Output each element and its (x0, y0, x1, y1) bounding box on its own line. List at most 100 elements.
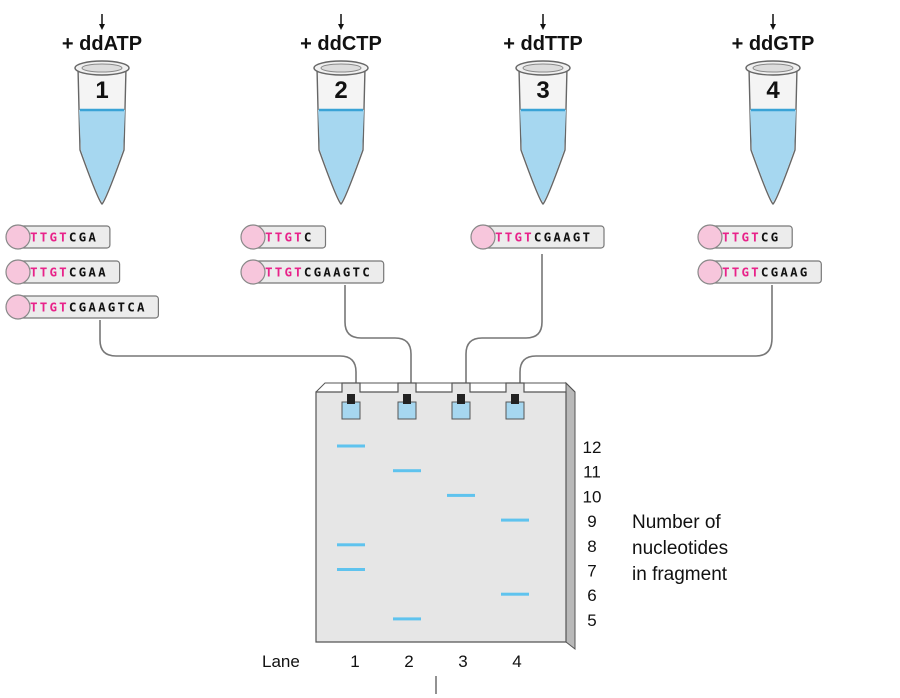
connector-lane-4 (519, 285, 773, 395)
gel-well (341, 401, 361, 420)
gel-wells (341, 394, 525, 420)
tube-3: + ddTTP 3 (503, 14, 583, 205)
extension-sequence: CG (761, 230, 780, 245)
dna-fragment: TTGTCGAAGT (470, 224, 605, 250)
tube-liquid (79, 110, 125, 202)
gel-band (501, 518, 529, 522)
tube-liquid (318, 110, 364, 202)
size-label: 11 (583, 463, 601, 482)
fragment-sequence: TTGTCGAAGT (495, 230, 592, 245)
legend-line-3: in fragment (632, 564, 728, 585)
tube-reagent-label: + ddCTP (300, 33, 382, 55)
size-label: 8 (587, 537, 596, 556)
fragments: TTGTCGATTGTCGAATTGTCGAAGTCATTGTCTTGTCGAA… (5, 224, 822, 320)
well-entry (511, 394, 519, 404)
primer-cap-icon (240, 224, 266, 250)
size-label: 7 (587, 562, 596, 581)
fragment-sequence: TTGTCGAA (30, 265, 108, 280)
extension-sequence: CGA (69, 230, 98, 245)
legend: Number of nucleotides in fragment (632, 512, 728, 585)
gel-slab (315, 381, 576, 651)
well-entry (347, 394, 355, 404)
gel-band (393, 617, 421, 621)
fragment-sequence: TTGTC (265, 230, 314, 245)
gel-top (315, 382, 576, 393)
primer-sequence: TTGT (30, 300, 69, 315)
primer-cap-icon (240, 259, 266, 285)
dna-fragment: TTGTCGAA (5, 259, 121, 285)
tube-reagent-label: + ddATP (62, 33, 142, 55)
tube-reagent-label: + ddGTP (732, 33, 815, 55)
extension-sequence: CGAAGTCA (69, 300, 147, 315)
tube-liquid (750, 110, 796, 202)
tube-4: + ddGTP 4 (732, 14, 815, 205)
extension-sequence: CGAAGT (534, 230, 592, 245)
primer-cap-icon (697, 224, 723, 250)
tube-number: 4 (766, 77, 780, 104)
primer-sequence: TTGT (30, 265, 69, 280)
size-label: 5 (587, 611, 596, 630)
gel-band (337, 543, 365, 547)
lane-number: 3 (458, 652, 467, 671)
primer-sequence: TTGT (265, 265, 304, 280)
lane-number: 2 (404, 652, 413, 671)
tube-1: + ddATP 1 (62, 14, 142, 205)
connectors (99, 254, 773, 694)
tube-number: 1 (95, 77, 108, 104)
dna-fragment: TTGTCGA (5, 224, 111, 250)
tube-liquid (520, 110, 566, 202)
gel-side (565, 381, 576, 651)
extension-sequence: CGAAG (761, 265, 810, 280)
well-entry (403, 394, 411, 404)
legend-line-2: nucleotides (632, 538, 728, 559)
primer-sequence: TTGT (722, 265, 761, 280)
gel-band (337, 568, 365, 571)
arrowhead-icon (770, 24, 776, 30)
fragment-sequence: TTGTCGAAGTC (265, 265, 372, 280)
arrowhead-icon (540, 24, 546, 30)
tube-opening (522, 63, 564, 73)
fragment-sequence: TTGTCG (722, 230, 780, 245)
tube-opening (320, 63, 362, 73)
arrowhead-icon (99, 24, 105, 30)
dna-fragment: TTGTCGAAGTC (240, 259, 385, 285)
tube-number: 3 (536, 77, 549, 104)
fragment-sequence: TTGTCGAAG (722, 265, 810, 280)
dna-fragment: TTGTCG (697, 224, 793, 250)
gel-well (505, 401, 525, 420)
gel-band (393, 469, 421, 473)
size-label: 12 (583, 438, 602, 457)
gel-well (397, 401, 417, 420)
lane-labels: Lane 1 2 3 4 (262, 652, 522, 671)
lane-number: 4 (512, 652, 521, 671)
primer-cap-icon (5, 224, 31, 250)
size-label: 10 (583, 487, 602, 506)
fragment-sequence: TTGTCGAAGTCA (30, 300, 147, 315)
gel-bands (337, 444, 529, 621)
connector-lane-3 (465, 254, 543, 395)
well-entry (457, 394, 465, 404)
gel-well (451, 401, 471, 420)
gel-band (501, 592, 529, 596)
primer-cap-icon (5, 294, 31, 320)
dna-fragment: TTGTCGAAG (697, 259, 822, 285)
extension-sequence: CGAA (69, 265, 108, 280)
lane-label: Lane (262, 652, 300, 671)
primer-cap-icon (470, 224, 496, 250)
extension-sequence: C (304, 230, 314, 245)
legend-line-1: Number of (632, 512, 721, 533)
tube-reagent-label: + ddTTP (503, 33, 582, 55)
dna-fragment: TTGTC (240, 224, 327, 250)
lane-number: 1 (350, 652, 359, 671)
dna-fragment: TTGTCGAAGTCA (5, 294, 159, 320)
arrowhead-icon (338, 24, 344, 30)
primer-sequence: TTGT (495, 230, 534, 245)
tube-number: 2 (334, 77, 347, 104)
primer-sequence: TTGT (722, 230, 761, 245)
size-label: 6 (587, 586, 596, 605)
gel-band (337, 444, 365, 448)
connector-lane-2 (344, 285, 412, 395)
fragment-sequence: TTGTCGA (30, 230, 98, 245)
